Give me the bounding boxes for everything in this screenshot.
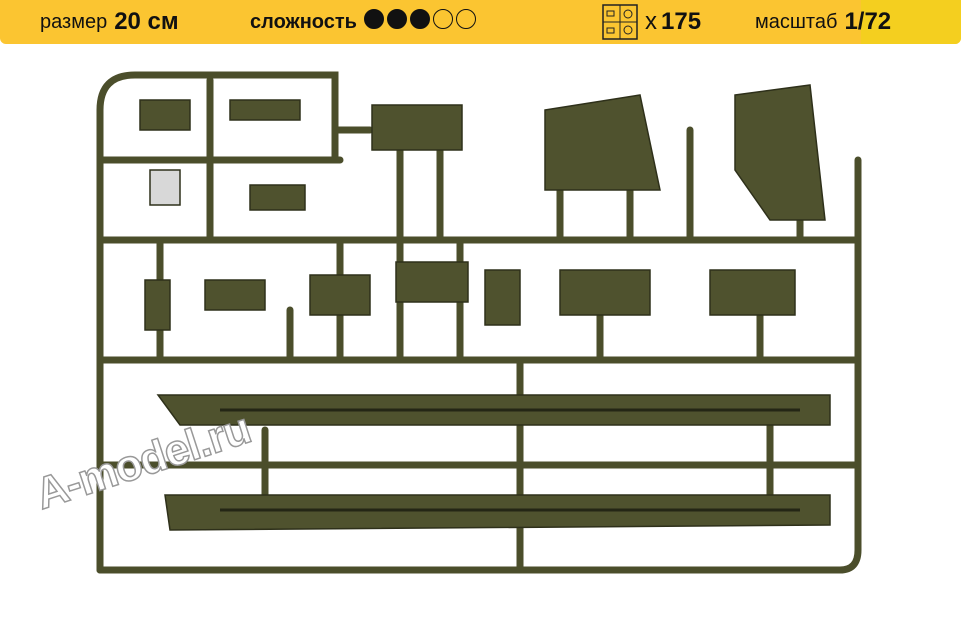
sprue-icon [602,4,638,40]
info-bar: размер 20 см сложность x 175 масштаб 1/7… [0,0,961,44]
difficulty-label: сложность [250,10,357,33]
size-value: 20 см [114,8,179,35]
parts-prefix: x [645,8,657,35]
difficulty-dot [363,9,384,29]
parts-count: 175 [661,8,702,35]
scale-highlight [861,0,961,44]
difficulty-dot [455,9,476,29]
size-label: размер [40,10,108,33]
size-info: размер 20 см [40,0,179,44]
sprue-photo [96,71,862,574]
parts-info: x 175 [602,0,701,44]
difficulty-dot [409,9,430,29]
scale-info: масштаб 1/72 [755,0,891,44]
difficulty-rating [363,9,479,35]
scale-label: масштаб [755,10,838,33]
scale-value: 1/72 [844,8,892,35]
difficulty-dot [386,9,407,29]
difficulty-info: сложность [250,0,479,44]
difficulty-dot [432,9,453,29]
